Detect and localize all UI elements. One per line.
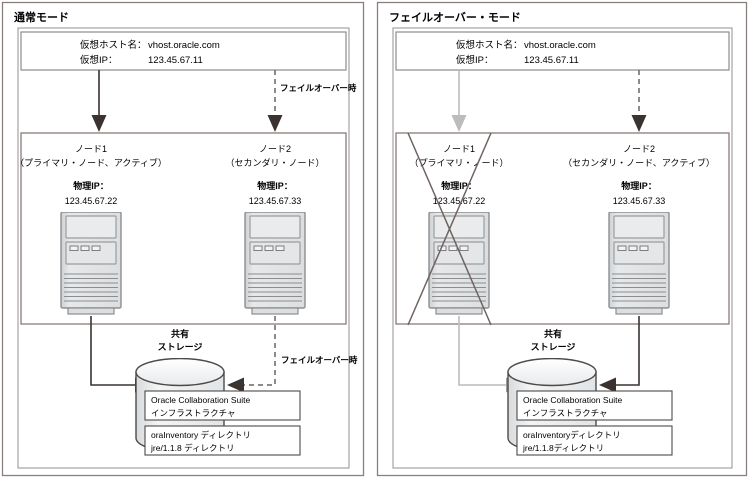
node-1-ip-label: 物理IP： bbox=[441, 180, 477, 191]
node-2-server-icon bbox=[244, 212, 306, 315]
node-container-box bbox=[395, 132, 730, 325]
virtual-ip-value: 123.45.67.11 bbox=[148, 55, 203, 66]
storage-box2-line1: oraInventoryディレクトリ bbox=[523, 430, 621, 440]
node-1-name: ノード1 bbox=[443, 144, 475, 154]
panel-title: フェイルオーバー・モード bbox=[389, 11, 521, 24]
virtual-host-box bbox=[20, 31, 347, 71]
storage-title-line2: ストレージ bbox=[531, 342, 576, 352]
virtual-ip-value: 123.45.67.11 bbox=[524, 55, 579, 66]
storage-content-box-1 bbox=[516, 390, 673, 421]
node-2-ip-value: 123.45.67.33 bbox=[249, 196, 302, 206]
node-2-name: ノード2 bbox=[259, 144, 291, 154]
virtual-host-box bbox=[395, 31, 730, 71]
node-2-role: （セカンダリ・ノード、アクティブ） bbox=[563, 157, 715, 168]
node-2-name: ノード2 bbox=[623, 144, 655, 154]
node2-to-storage-active-connector bbox=[599, 316, 640, 393]
storage-title-line1: 共有 bbox=[171, 328, 189, 339]
virtual-ip-label: 仮想IP： bbox=[456, 54, 493, 66]
node-2-ip-value: 123.45.67.33 bbox=[613, 196, 666, 206]
storage-box1-line2: インフラストラクチャ bbox=[151, 408, 236, 418]
virtual-host-name-value: vhost.oracle.com bbox=[524, 40, 596, 51]
node-2-ip-label: 物理IP： bbox=[257, 180, 293, 191]
virtual-host-name-label: 仮想ホスト名： bbox=[80, 39, 147, 51]
node-1-name: ノード1 bbox=[75, 144, 107, 154]
virtual-host-name-label: 仮想ホスト名： bbox=[456, 39, 523, 51]
node-1-server-icon bbox=[60, 212, 122, 315]
storage-box2-line1: oraInventory ディレクトリ bbox=[151, 430, 251, 440]
virtual-ip-label: 仮想IP： bbox=[80, 54, 117, 66]
node-1-role: （プライマリ・ノード、アクティブ） bbox=[15, 157, 167, 168]
panel-title: 通常モード bbox=[14, 10, 69, 24]
storage-content-box-1 bbox=[144, 390, 301, 421]
vhost-to-node2-active-arrow bbox=[631, 70, 647, 132]
node-1-failed-cross-icon bbox=[407, 132, 492, 326]
panel-failover-mode: フェイルオーバー・モード 仮想ホスト名： vhost.oracle.com 仮想… bbox=[376, 1, 748, 477]
node-2: ノード2 （セカンダリ・ノード、アクティブ） 物理IP： 123.45.67.3… bbox=[563, 144, 715, 315]
node-1-role: （プライマリ・ノード） bbox=[409, 158, 508, 168]
storage-box2-line2: jre/1.1.8 ディレクトリ bbox=[150, 443, 234, 453]
panel-normal-mode: 通常モード 仮想ホスト名： vhost.oracle.com 仮想IP： 123… bbox=[1, 1, 365, 477]
node2-to-storage-failover-connector bbox=[227, 316, 276, 393]
failover-link-label: フェイルオーバー時 bbox=[280, 83, 357, 93]
vhost-to-node1-inactive-arrow bbox=[451, 70, 467, 132]
node-1-ip-label: 物理IP： bbox=[73, 180, 109, 191]
node-2-ip-label: 物理IP： bbox=[621, 180, 657, 191]
storage-title-line2: ストレージ bbox=[158, 342, 203, 352]
node-2-server-icon bbox=[608, 212, 670, 315]
storage-box1-line1: Oracle Collaboration Suite bbox=[523, 395, 622, 405]
storage-title-line1: 共有 bbox=[544, 328, 562, 339]
vhost-to-node2-failover-arrow bbox=[267, 70, 283, 132]
virtual-host-name-value: vhost.oracle.com bbox=[148, 40, 220, 51]
storage-box2-line2: jre/1.1.8ディレクトリ bbox=[522, 443, 604, 453]
node-1: ノード1 （プライマリ・ノード、アクティブ） 物理IP： 123.45.67.2… bbox=[15, 144, 167, 315]
node-1: ノード1 （プライマリ・ノード） 物理IP： 123.45.67.22 bbox=[407, 132, 509, 326]
storage-content-box-2 bbox=[516, 425, 673, 456]
node-container-box bbox=[20, 132, 347, 325]
failover-storage-label: フェイルオーバー時 bbox=[281, 355, 358, 365]
node-1-ip-value: 123.45.67.22 bbox=[65, 196, 118, 206]
node-2-role: （セカンダリ・ノード） bbox=[225, 157, 324, 168]
node-2: ノード2 （セカンダリ・ノード） 物理IP： 123.45.67.33 bbox=[225, 144, 325, 315]
node-1-ip-value: 123.45.67.22 bbox=[433, 196, 486, 206]
storage-box1-line2: インフラストラクチャ bbox=[523, 408, 608, 418]
vhost-to-node1-arrow bbox=[91, 70, 107, 132]
storage-content-box-2 bbox=[144, 425, 301, 456]
storage-box1-line1: Oracle Collaboration Suite bbox=[151, 395, 250, 405]
